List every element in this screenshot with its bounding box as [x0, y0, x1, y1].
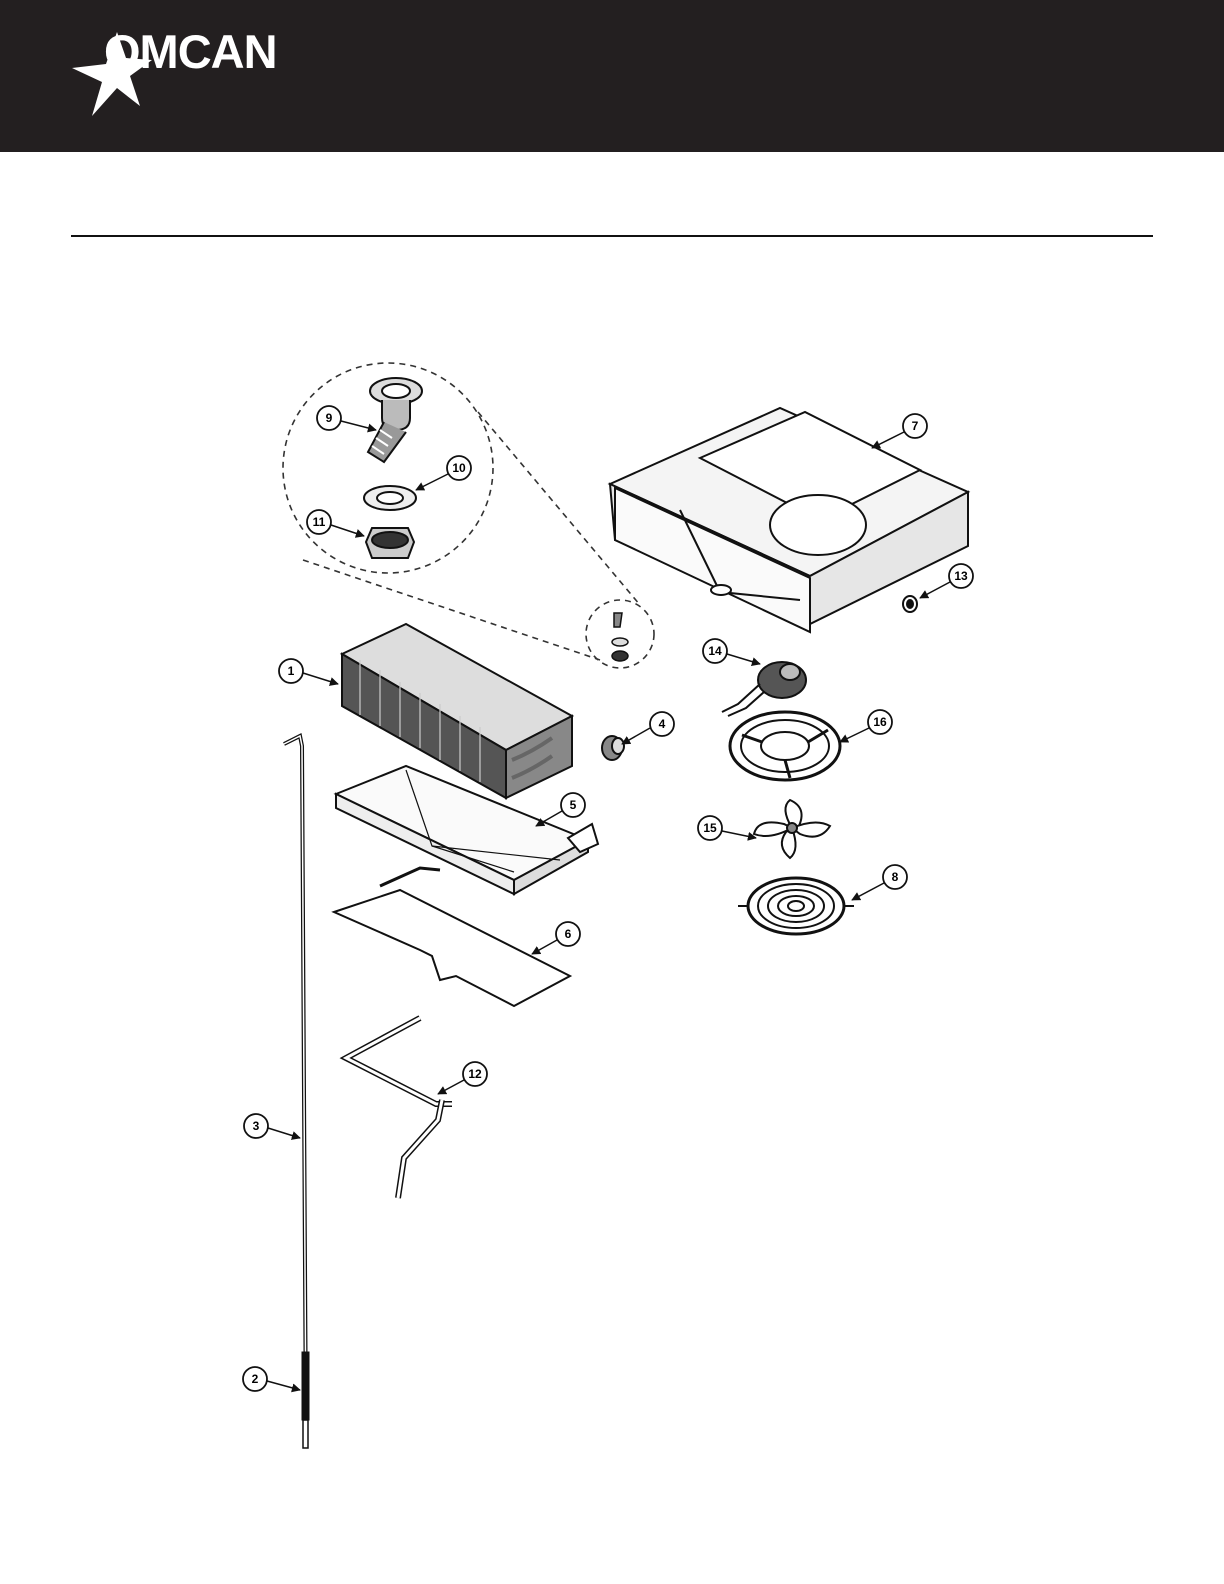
svg-text:14: 14 [708, 644, 722, 658]
svg-text:11: 11 [313, 515, 326, 529]
callout-13: 13 [920, 564, 973, 598]
svg-text:13: 13 [954, 569, 968, 583]
svg-text:5: 5 [570, 798, 577, 812]
callout-7: 7 [872, 414, 927, 448]
part-elbow-fitting [368, 378, 422, 462]
title-divider [71, 235, 1153, 237]
brand-logo-text: OMCAN [104, 28, 277, 75]
svg-text:15: 15 [703, 821, 717, 835]
part-evaporator-coil [342, 624, 572, 798]
callout-5: 5 [536, 793, 585, 826]
callout-11: 11 [307, 510, 364, 536]
part-fan-guard [738, 878, 854, 934]
part-drain-tube [346, 1018, 452, 1198]
svg-text:8: 8 [892, 870, 899, 884]
part-detail-small [612, 613, 628, 661]
svg-text:1: 1 [288, 664, 295, 678]
svg-text:4: 4 [659, 717, 666, 731]
callout-12: 12 [438, 1062, 487, 1094]
part-fan-motor [722, 662, 806, 716]
part-insulation-pad [334, 868, 570, 1006]
part-probe-wire [284, 736, 309, 1448]
part-nut [366, 528, 414, 558]
callout-8: 8 [852, 865, 907, 900]
callout-14: 14 [703, 639, 760, 664]
svg-text:6: 6 [565, 927, 572, 941]
detail-magnifier [283, 363, 654, 668]
part-motor-bracket [730, 712, 840, 780]
svg-text:3: 3 [253, 1119, 260, 1133]
callout-3: 3 [244, 1114, 300, 1138]
part-fan-blade [754, 800, 830, 858]
svg-text:16: 16 [873, 715, 887, 729]
callout-1: 1 [279, 659, 338, 684]
part-drain-pan [336, 766, 598, 894]
part-washer [364, 486, 416, 510]
svg-text:9: 9 [326, 411, 333, 425]
page-header: OMCAN [0, 0, 1224, 152]
part-end-cap [602, 736, 624, 760]
svg-text:7: 7 [912, 419, 919, 433]
part-grommet [903, 596, 917, 612]
callout-6: 6 [532, 922, 580, 954]
callout-15: 15 [698, 816, 756, 840]
exploded-parts-diagram: 1 2 3 4 5 6 7 8 9 10 [0, 340, 1224, 1470]
callout-2: 2 [243, 1367, 300, 1391]
svg-text:2: 2 [252, 1372, 259, 1386]
callout-4: 4 [622, 712, 674, 744]
callout-9: 9 [317, 406, 376, 430]
svg-text:12: 12 [468, 1067, 482, 1081]
svg-text:10: 10 [452, 461, 466, 475]
callout-10: 10 [416, 456, 471, 490]
callout-16: 16 [840, 710, 892, 742]
